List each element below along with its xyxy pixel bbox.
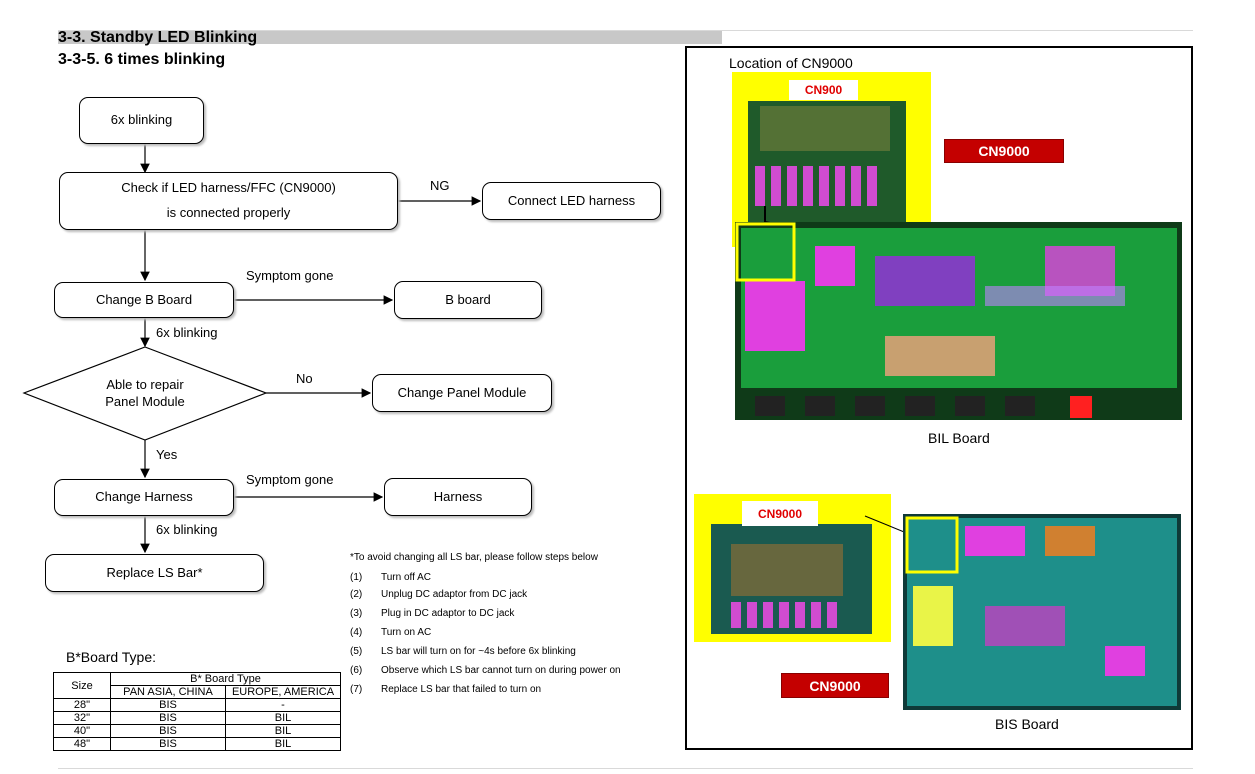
step-text: Plug in DC adaptor to DC jack xyxy=(381,608,515,619)
replace-ls-bar-box: Replace LS Bar* xyxy=(45,554,264,592)
yes-label: Yes xyxy=(156,447,178,462)
step-text: Replace LS bar that failed to turn on xyxy=(381,684,542,695)
header-group: B* Board Type xyxy=(110,672,341,686)
step-num: (3) xyxy=(350,608,363,619)
decision-diamond xyxy=(22,346,268,441)
symptom-gone-label-1: Symptom gone xyxy=(246,268,334,283)
blink-label-1: 6x blinking xyxy=(156,325,218,340)
change-panel-text: Change Panel Module xyxy=(397,384,527,400)
notes-intro: *To avoid changing all LS bar, please fo… xyxy=(350,552,598,563)
change-panel-box: Change Panel Module xyxy=(372,374,552,412)
flowchart-connectors xyxy=(22,144,482,554)
cell-europe: - xyxy=(225,698,341,712)
cell-pan-asia: BIS xyxy=(110,698,226,712)
step-text: Turn on AC xyxy=(381,627,432,638)
replace-ls-bar-text: Replace LS Bar* xyxy=(106,564,203,580)
step-num: (5) xyxy=(350,646,363,657)
cell-size: 32" xyxy=(53,711,111,725)
top-rule xyxy=(58,30,1193,31)
change-b-board-text: Change B Board xyxy=(95,291,193,307)
step-num: (6) xyxy=(350,665,363,676)
header-europe: EUROPE, AMERICA xyxy=(225,685,341,699)
board-table-caption: B*Board Type: xyxy=(66,649,157,665)
cell-europe: BIL xyxy=(225,724,341,738)
page-subtitle: 3-3-5. 6 times blinking xyxy=(58,51,226,68)
step-text: Turn off AC xyxy=(381,572,432,583)
cell-size: 40" xyxy=(53,724,111,738)
b-board-box: B board xyxy=(394,281,542,319)
step-text: Unplug DC adaptor from DC jack xyxy=(381,589,528,600)
cell-europe: BIL xyxy=(225,737,341,751)
harness-text: Harness xyxy=(433,488,483,504)
location-label: Location of CN9000 xyxy=(729,55,853,71)
step-num: (4) xyxy=(350,627,363,638)
step-num: (7) xyxy=(350,684,363,695)
board-type-table: Size B* Board Type PAN ASIA, CHINA EUROP… xyxy=(53,672,341,751)
table-row: 40" BIS BIL xyxy=(53,724,341,738)
step-num: (2) xyxy=(350,589,363,600)
header-size: Size xyxy=(53,672,111,699)
zoom-2-tag: CN9000 xyxy=(742,501,818,526)
change-harness-box: Change Harness xyxy=(54,479,234,516)
harness-box: Harness xyxy=(384,478,532,516)
step-text: LS bar will turn on for ~4s before 6x bl… xyxy=(381,646,576,657)
check-line-1: Check if LED harness/FFC (CN9000) xyxy=(121,180,336,196)
pcb-illustrations xyxy=(694,72,1182,710)
zoom-1-tag: CN900 xyxy=(789,80,858,100)
connect-harness-text: Connect LED harness xyxy=(507,192,636,208)
step-num: (1) xyxy=(350,572,363,583)
blink-label-2: 6x blinking xyxy=(156,522,218,537)
cn9000-tag-2: CN9000 xyxy=(781,673,889,698)
decision-text: Able to repair Panel Module xyxy=(24,376,266,410)
table-row: 48" BIS BIL xyxy=(53,737,341,751)
decision-line-2: Panel Module xyxy=(105,394,185,409)
check-harness-box: Check if LED harness/FFC (CN9000) is con… xyxy=(59,172,398,230)
no-label: No xyxy=(296,371,313,386)
ng-label: NG xyxy=(430,178,450,193)
step-text: Observe which LS bar cannot turn on duri… xyxy=(381,665,621,676)
decision-line-1: Able to repair xyxy=(106,377,184,392)
table-row: 32" BIS BIL xyxy=(53,711,341,725)
b-board-text: B board xyxy=(445,291,491,307)
bottom-rule xyxy=(58,768,1193,769)
cell-pan-asia: BIS xyxy=(110,724,226,738)
page-title: 3-3. Standby LED Blinking xyxy=(58,29,258,46)
start-text: 6x blinking xyxy=(110,112,173,128)
bil-board-label: BIL Board xyxy=(928,430,990,446)
title-bar xyxy=(58,31,722,44)
bis-board-label: BIS Board xyxy=(995,716,1059,732)
cell-pan-asia: BIS xyxy=(110,711,226,725)
change-b-board-box: Change B Board xyxy=(54,282,234,318)
start-box: 6x blinking xyxy=(79,97,204,144)
change-harness-text: Change Harness xyxy=(95,489,193,505)
cell-europe: BIL xyxy=(225,711,341,725)
cell-pan-asia: BIS xyxy=(110,737,226,751)
symptom-gone-label-2: Symptom gone xyxy=(246,472,334,487)
connect-harness-box: Connect LED harness xyxy=(482,182,661,220)
header-pan-asia: PAN ASIA, CHINA xyxy=(110,685,226,699)
table-row: 28" BIS - xyxy=(53,698,341,712)
cn9000-location-panel xyxy=(685,46,1193,750)
check-line-2: is connected properly xyxy=(166,205,291,220)
cn9000-tag-1: CN9000 xyxy=(944,139,1064,163)
cell-size: 48" xyxy=(53,737,111,751)
cell-size: 28" xyxy=(53,698,111,712)
